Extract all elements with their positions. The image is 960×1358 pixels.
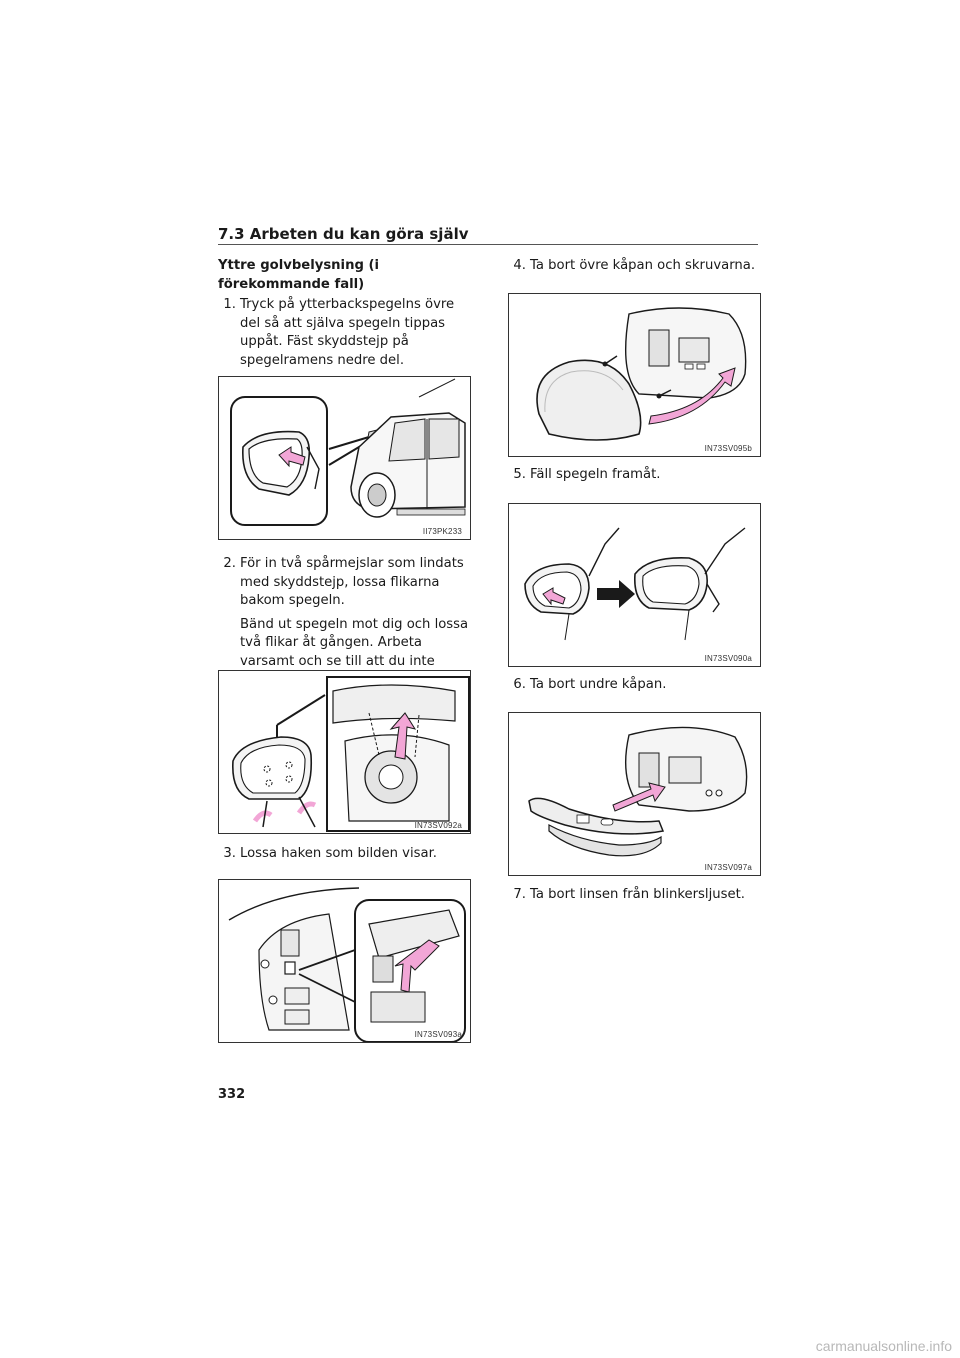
header-rule — [218, 244, 758, 245]
step-3: 3. Lossa haken som bilden visar. — [218, 845, 470, 864]
step-6: 6. Ta bort undre kåpan. — [508, 676, 760, 695]
figure-mirror-tilt: II73PK233 — [218, 376, 471, 540]
step-5: 5. Fäll spegeln framåt. — [508, 466, 760, 485]
mirror-pry-illustration — [232, 676, 470, 832]
figure-code: IN73SV097a — [704, 863, 752, 872]
section-header: 7.3 Arbeten du kan göra själv — [218, 225, 469, 243]
figure-upper-cover: IN73SV095b — [508, 293, 761, 457]
step-text: För in två spårmejslar som lindats med s… — [240, 556, 464, 608]
section-title: Yttre golvbelysning (i förekommande fall… — [218, 258, 380, 292]
step-text: Ta bort undre kåpan. — [530, 677, 667, 692]
left-column-step3: 3. Lossa haken som bilden visar. — [218, 845, 470, 864]
step-7: 7. Ta bort linsen från blinkersljuset. — [508, 886, 760, 905]
step-number: 7. — [513, 887, 526, 902]
figure-lower-cover: IN73SV097a — [508, 712, 761, 876]
step-number: 3. — [223, 846, 236, 861]
figure-fold-mirror: IN73SV090a — [508, 503, 761, 667]
figure-mirror-pry: IN73SV092a — [218, 670, 471, 834]
step-text: Ta bort linsen från blinkersljuset. — [530, 887, 745, 902]
step-2: 2. För in två spårmejslar som lindats me… — [218, 555, 470, 611]
mirror-truck-illustration — [230, 378, 466, 526]
figure-code: IN73SV090a — [704, 654, 752, 663]
figure-code: II73PK233 — [422, 527, 462, 536]
watermark: carmanualsonline.info — [815, 1338, 952, 1354]
step-number: 6. — [513, 677, 526, 692]
right-column-step7: 7. Ta bort linsen från blinkersljuset. — [508, 886, 760, 905]
right-column-step4: 4. Ta bort övre kåpan och skruvarna. — [508, 257, 760, 276]
step-1: 1. Tryck på ytterbackspegelns övre del s… — [218, 296, 470, 370]
figure-code: IN73SV092a — [414, 821, 462, 830]
step-text: Fäll spegeln framåt. — [530, 467, 661, 482]
fold-mirror-illustration — [524, 527, 746, 641]
figure-code: IN73SV093a — [414, 1030, 462, 1039]
step-text: Ta bort övre kåpan och skruvarna. — [530, 258, 756, 273]
step-text: Tryck på ytterbackspegelns övre del så a… — [240, 297, 455, 368]
step-number: 5. — [513, 467, 526, 482]
step-4: 4. Ta bort övre kåpan och skruvarna. — [508, 257, 760, 276]
step-number: 1. — [223, 297, 236, 312]
upper-cover-illustration — [536, 307, 747, 441]
step-number: 2. — [223, 556, 236, 571]
hook-illustration — [228, 887, 466, 1042]
figure-code: IN73SV095b — [704, 444, 752, 453]
lower-cover-illustration — [528, 726, 748, 857]
step-text: Lossa haken som bilden visar. — [240, 846, 437, 861]
figure-hook: IN73SV093a — [218, 879, 471, 1043]
right-column-step6: 6. Ta bort undre kåpan. — [508, 676, 760, 695]
step-number: 4. — [513, 258, 526, 273]
left-column: Yttre golvbelysning (i förekommande fall… — [218, 257, 470, 370]
page-number: 332 — [218, 1087, 246, 1102]
right-column-step5: 5. Fäll spegeln framåt. — [508, 466, 760, 485]
